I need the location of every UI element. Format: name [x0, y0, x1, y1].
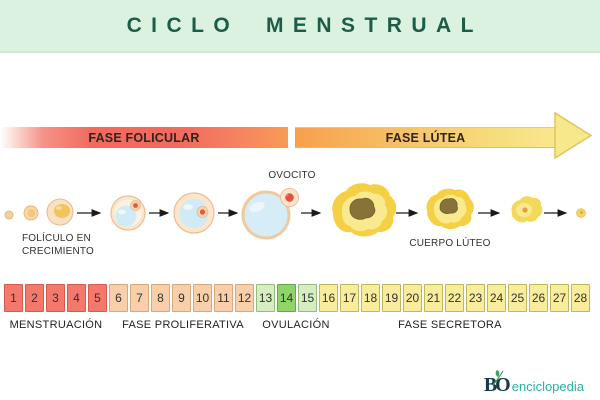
mature-follicle-icon — [173, 192, 215, 234]
day-cell: 5 — [88, 284, 107, 312]
menstruation-label: MENSTRUACIÓN — [9, 319, 103, 331]
day-cell: 21 — [424, 284, 443, 312]
corpus-luteum-small-icon — [511, 196, 543, 223]
growing-follicle-label-line1: FOLÍCULO EN — [22, 233, 91, 244]
day-cell: 28 — [571, 284, 590, 312]
day-cell: 10 — [193, 284, 212, 312]
day-cell: 7 — [130, 284, 149, 312]
arrow-head-icon — [554, 111, 593, 160]
ovulation-icon — [241, 188, 299, 240]
lutea-arrow-segment: FASE LÚTEA — [295, 127, 556, 148]
day-cell: 12 — [235, 284, 254, 312]
brand-letter-o: O — [495, 374, 511, 396]
day-cell: 26 — [529, 284, 548, 312]
brand-logo: B O enciclopedia — [483, 370, 584, 396]
ovocito-label: OVOCITO — [268, 170, 316, 181]
secretory-label: FASE SECRETORA — [398, 319, 502, 331]
day-cell: 22 — [445, 284, 464, 312]
day-cell: 23 — [466, 284, 485, 312]
day-cell: 24 — [487, 284, 506, 312]
primary-follicle-icon — [23, 205, 39, 221]
day-cell: 3 — [46, 284, 65, 312]
day-cell: 13 — [256, 284, 275, 312]
follicle-diagram — [4, 183, 586, 240]
page-title: CICLO MENSTRUAL — [126, 13, 483, 37]
day-cell: 20 — [403, 284, 422, 312]
day-cell: 6 — [109, 284, 128, 312]
day-cell: 16 — [319, 284, 338, 312]
day-cell: 19 — [382, 284, 401, 312]
day-cell: 15 — [298, 284, 317, 312]
day-cell: 25 — [508, 284, 527, 312]
day-cell: 17 — [340, 284, 359, 312]
ovulation-label: OVULACIÓN — [262, 319, 330, 331]
day-cell: 1 — [4, 284, 23, 312]
brand-letter-b: B — [483, 374, 498, 396]
growing-follicle-label-line2: CRECIMIENTO — [22, 246, 95, 257]
antral-follicle-icon — [110, 195, 146, 231]
secondary-follicle-icon — [46, 198, 74, 226]
follicular-phase-label: FASE FOLICULAR — [88, 130, 200, 145]
day-cell: 8 — [151, 284, 170, 312]
corpus-luteum-label: CUERPO LÚTEO — [409, 238, 491, 249]
follicular-arrow-segment: FASE FOLICULAR — [0, 127, 288, 148]
brand-text: enciclopedia — [511, 379, 584, 394]
header-band: CICLO MENSTRUAL — [0, 0, 600, 53]
primordial-follicle-icon — [4, 210, 14, 220]
day-cell: 2 — [25, 284, 44, 312]
proliferative-label: FASE PROLIFERATIVA — [122, 319, 244, 331]
growing-follicle-label: FOLÍCULO EN CRECIMIENTO — [22, 232, 94, 258]
lutea-phase-label: FASE LÚTEA — [385, 130, 466, 145]
corpus-luteum-medium-icon — [426, 188, 474, 229]
day-cell: 9 — [172, 284, 191, 312]
day-cell: 18 — [361, 284, 380, 312]
day-cell: 27 — [550, 284, 569, 312]
day-cell: 14 — [277, 284, 296, 312]
corpus-albicans-icon — [576, 208, 586, 218]
day-cell: 11 — [214, 284, 233, 312]
day-cell: 4 — [67, 284, 86, 312]
corpus-luteum-large-icon — [332, 183, 397, 237]
